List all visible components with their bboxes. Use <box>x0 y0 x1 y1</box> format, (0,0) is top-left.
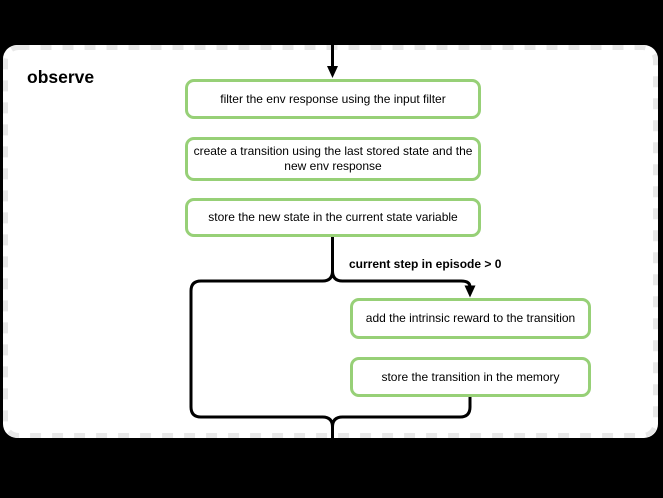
node-label: store the transition in the memory <box>381 369 560 384</box>
group-title: observe <box>27 67 95 87</box>
node-store-new-state: store the new state in the current state… <box>185 198 481 237</box>
node-add-intrinsic-reward: add the intrinsic reward to the transiti… <box>350 298 591 339</box>
node-label: store the new state in the current state… <box>208 210 458 224</box>
node-filter-env-response: filter the env response using the input … <box>185 79 481 119</box>
node-label: add the intrinsic reward to the transiti… <box>365 311 576 325</box>
condition-label-current-step: current step in episode > 0 <box>349 257 502 271</box>
node-create-transition: create a transition using the last store… <box>185 137 481 181</box>
node-label: create a transition using the last store… <box>193 144 473 173</box>
node-label: filter the env response using the input … <box>220 91 446 106</box>
node-store-transition-memory: store the transition in the memory <box>350 357 591 397</box>
